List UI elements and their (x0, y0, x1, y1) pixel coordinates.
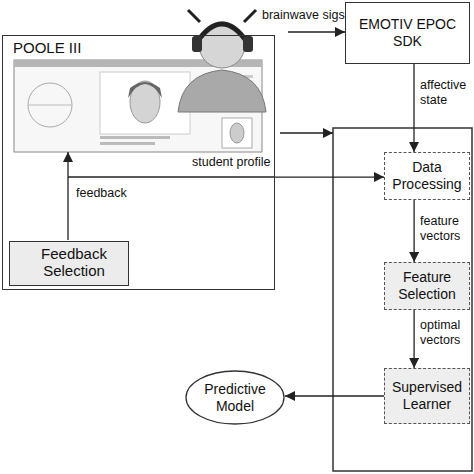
screenshot-dial (28, 83, 72, 127)
headset-pod (192, 36, 202, 52)
profile-line (68, 176, 275, 177)
node-text: Supervised Learner (387, 379, 467, 413)
process-box: Feature Selection (384, 262, 470, 310)
node-text: Feedback Selection (20, 245, 128, 279)
student-arrow (280, 132, 333, 133)
process-box: Data Processing (384, 152, 470, 200)
node-text: Data Processing (387, 159, 467, 193)
process-box: Supervised Learner (384, 368, 470, 424)
thumbnail-face (230, 123, 244, 143)
edge-label: feature vectors (420, 214, 472, 244)
node-text: POOLE III (13, 39, 81, 56)
screenshot-thumbnail (222, 118, 252, 148)
flow-arrow (413, 200, 414, 262)
student-icon (178, 10, 266, 112)
system-container (333, 128, 472, 471)
student-body (178, 70, 266, 112)
headset-band (197, 24, 247, 42)
signal-label: brainwave sigs (262, 8, 362, 23)
screenshot-panel (100, 72, 190, 134)
headset-sensor (188, 10, 200, 22)
model-ellipse: Predictive Model (185, 370, 285, 425)
process-box: Feedback Selection (9, 241, 129, 286)
node-text: Predictive Model (185, 381, 285, 415)
node-text: Feature Selection (387, 269, 467, 303)
flow-arrow (413, 64, 414, 152)
ellipse-shape (186, 371, 284, 424)
headset-sensor (244, 10, 256, 22)
edge-label: student profile (192, 155, 277, 170)
signal-arrow (288, 31, 345, 32)
signal-label: feedback (76, 186, 146, 201)
process-box: EMOTIV EPOC SDK (345, 2, 470, 64)
headset-pod (243, 36, 253, 52)
screenshot-text-line (100, 142, 155, 145)
node-text: EMOTIV EPOC SDK (348, 16, 467, 50)
feedback-arrow (67, 152, 68, 240)
flow-arrow (285, 395, 384, 396)
flow-arrow (275, 176, 384, 177)
edge-label: optimal vectors (420, 318, 472, 348)
flow-arrow (413, 310, 414, 368)
edge-label: affective state (420, 78, 472, 108)
avatar-hair (128, 82, 162, 98)
screenshot-text-line (100, 136, 170, 139)
screenshot-dial-line (28, 105, 72, 106)
